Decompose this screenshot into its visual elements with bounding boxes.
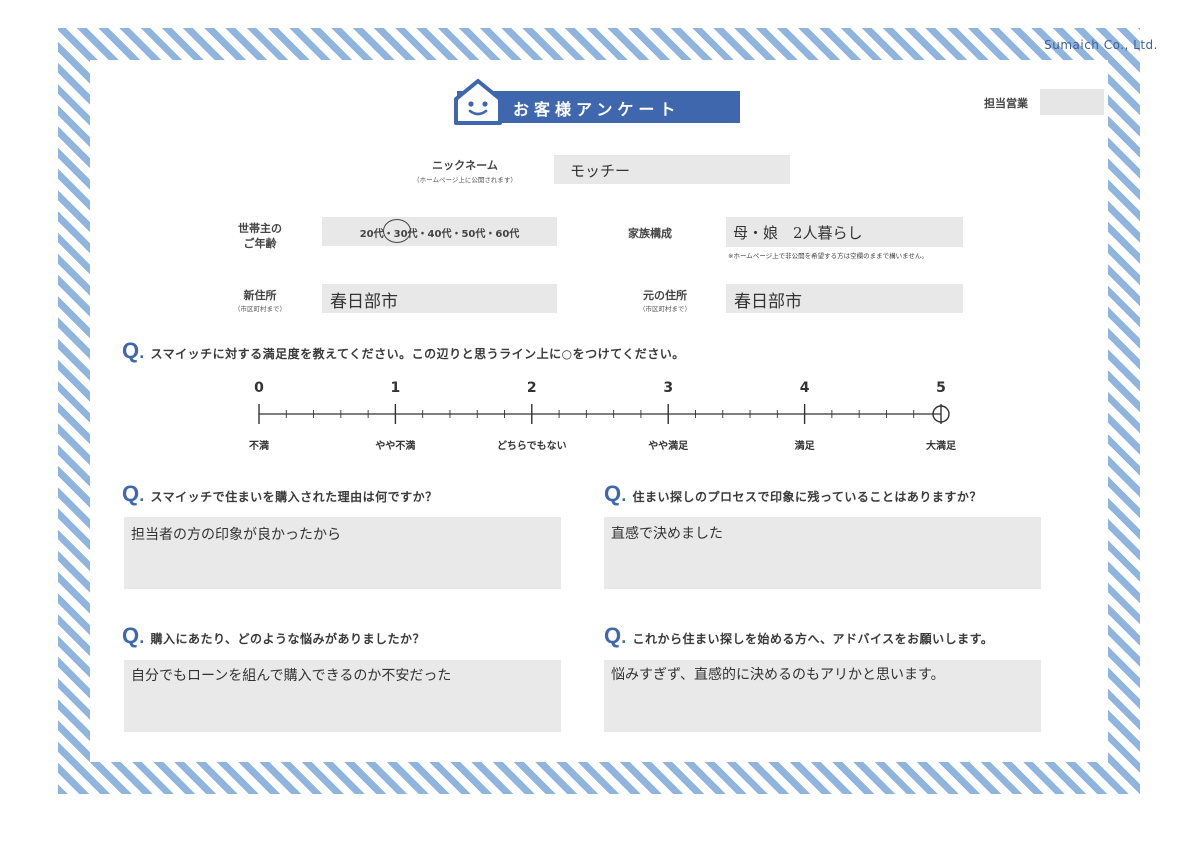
age-selected-circle: [383, 219, 411, 243]
scale-number: 3: [663, 380, 674, 396]
q-mark: Q: [122, 338, 140, 363]
q-mark: Q: [122, 481, 140, 506]
nickname-note: （ホームページ上に公開されます）: [413, 176, 517, 184]
q-dot: .: [621, 631, 627, 647]
scale-number: 0: [254, 380, 264, 396]
old-address-value: 春日部市: [734, 292, 802, 312]
scale-number: 2: [526, 380, 537, 396]
page-title: お客様アンケート: [513, 100, 681, 119]
answer-4-text: 悩みすぎず、直感的に決めるのもアリかと思います。: [611, 667, 945, 683]
q-mark: Q: [122, 623, 140, 648]
question-1-text: スマイッチで住まいを購入された理由は何ですか？: [150, 490, 438, 504]
scale-number: 4: [799, 380, 810, 396]
q-mark: Q: [604, 623, 622, 648]
scale-number: 5: [936, 380, 946, 396]
new-address-label: 新住所: [243, 289, 277, 302]
nickname-field[interactable]: [554, 155, 790, 184]
answer-1-text: 担当者の方の印象が良かったから: [131, 527, 341, 543]
question-1: Q. スマイッチで住まいを購入された理由は何ですか？: [122, 481, 438, 507]
family-value: 母・娘 2人暮らし: [733, 224, 863, 242]
question-2-text: 住まい探しのプロセスで印象に残っていることはありますか？: [632, 490, 982, 504]
scale-label: やや不満: [375, 441, 416, 452]
answer-2-field[interactable]: [604, 517, 1041, 589]
satisfaction-question-text: スマイッチに対する満足度を教えてください。この辺りと思うライン上に○をつけてくだ…: [150, 347, 685, 361]
family-field[interactable]: [726, 217, 963, 247]
selected-rating-circle: [932, 405, 950, 423]
old-address-field[interactable]: [726, 284, 963, 313]
old-address-note: （市区町村まで）: [639, 305, 691, 313]
q-dot: .: [621, 489, 627, 505]
representative-field[interactable]: [1040, 89, 1104, 115]
answer-4-field[interactable]: [604, 660, 1041, 732]
question-3-text: 購入にあたり、どのような悩みがありましたか？: [150, 632, 425, 646]
smiling-house-icon: [454, 79, 502, 125]
age-label-line2: ご年齢: [243, 237, 277, 250]
scale-ticks: [258, 404, 942, 424]
family-note: ※ホームページ上で非公開を希望する方は空欄のままで構いません。: [728, 252, 928, 260]
new-address-note: （市区町村まで）: [234, 305, 286, 313]
scale-label: 満足: [794, 441, 815, 452]
question-2: Q. 住まい探しのプロセスで印象に残っていることはありますか？: [604, 481, 982, 507]
scale-label: やや満足: [648, 441, 689, 452]
question-4: Q. これから住まい探しを始める方へ、アドバイスをお願いします。: [604, 623, 993, 649]
question-3: Q. 購入にあたり、どのような悩みがありましたか？: [122, 623, 425, 649]
company-name: Sumaich Co., Ltd.: [1044, 38, 1158, 52]
scale-label: 不満: [249, 441, 269, 452]
q-dot: .: [139, 631, 145, 647]
q-mark: Q: [604, 481, 622, 506]
scale-label: どちらでもない: [496, 441, 567, 452]
scale-label: 大満足: [926, 441, 956, 452]
title-banner: [457, 91, 740, 123]
answer-2-text: 直感で決めました: [611, 526, 723, 542]
q-dot: .: [139, 346, 145, 362]
satisfaction-question: Q. スマイッチに対する満足度を教えてください。この辺りと思うライン上に○をつけて…: [122, 338, 685, 364]
old-address-label: 元の住所: [643, 289, 687, 302]
representative-label: 担当営業: [984, 97, 1028, 110]
nickname-label: ニックネーム: [432, 159, 498, 172]
scale-number: 1: [390, 380, 401, 396]
answer-3-text: 自分でもローンを組んで購入できるのか不安だった: [131, 668, 452, 684]
nickname-value: モッチー: [570, 162, 631, 180]
age-field[interactable]: [322, 217, 557, 246]
age-options: 20代・30代・40代・50代・60代: [359, 229, 520, 240]
new-address-field[interactable]: [322, 284, 557, 313]
answer-3-field[interactable]: [124, 660, 561, 732]
question-4-text: これから住まい探しを始める方へ、アドバイスをお願いします。: [632, 632, 994, 646]
answer-1-field[interactable]: [124, 517, 561, 589]
family-label: 家族構成: [628, 227, 672, 240]
q-dot: .: [139, 489, 145, 505]
age-label-line1: 世帯主の: [238, 222, 282, 235]
new-address-value: 春日部市: [330, 292, 398, 312]
